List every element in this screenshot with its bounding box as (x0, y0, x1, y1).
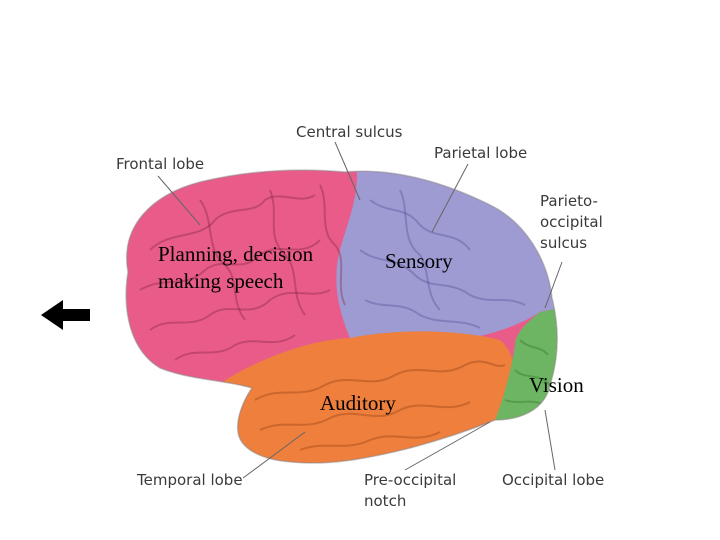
planning-annotation: Planning, decision making speech (158, 241, 313, 295)
brain-lobes (126, 170, 558, 464)
parieto-occipital-sulcus-leader (544, 261, 563, 309)
occipital-lobe-leader (544, 409, 556, 471)
parieto-occipital-line-1: Parieto- (540, 192, 598, 210)
pre-occipital-line-2: notch (364, 492, 407, 510)
auditory-annotation: Auditory (320, 391, 396, 415)
occipital-lobe-region (495, 300, 558, 430)
pre-occipital-line-1: Pre-occipital (364, 471, 457, 489)
planning-line-1: Planning, decision (158, 242, 314, 266)
temporal-texture (254, 360, 506, 451)
vision-annotation: Vision (529, 373, 584, 397)
pre-occipital-notch-label: Pre-occipital notch (364, 470, 456, 512)
frontal-lobe-label: Frontal lobe (116, 155, 205, 173)
parieto-occipital-line-3: sulcus (540, 234, 588, 252)
planning-line-2: making speech (158, 269, 284, 293)
frontal-lobe-leader (157, 175, 201, 226)
brain-outline (125, 169, 558, 464)
gyri-texture (139, 184, 346, 361)
leader-lines (157, 141, 563, 479)
pre-occipital-notch-leader (404, 421, 491, 471)
parietal-lobe-leader (431, 163, 469, 233)
central-sulcus-leader (334, 141, 361, 201)
temporal-lobe-leader (242, 431, 306, 479)
parietal-lobe-label: Parietal lobe (434, 144, 528, 162)
left-arrow-icon (41, 300, 90, 330)
parietal-texture (359, 189, 526, 329)
sensory-annotation: Sensory (385, 249, 453, 273)
temporal-lobe-label: Temporal lobe (137, 471, 243, 489)
parieto-occipital-line-2: occipital (540, 213, 603, 231)
parieto-occipital-sulcus-label: Parieto- occipital sulcus (540, 191, 603, 254)
occipital-lobe-label: Occipital lobe (502, 471, 605, 489)
central-sulcus-label: Central sulcus (296, 123, 403, 141)
